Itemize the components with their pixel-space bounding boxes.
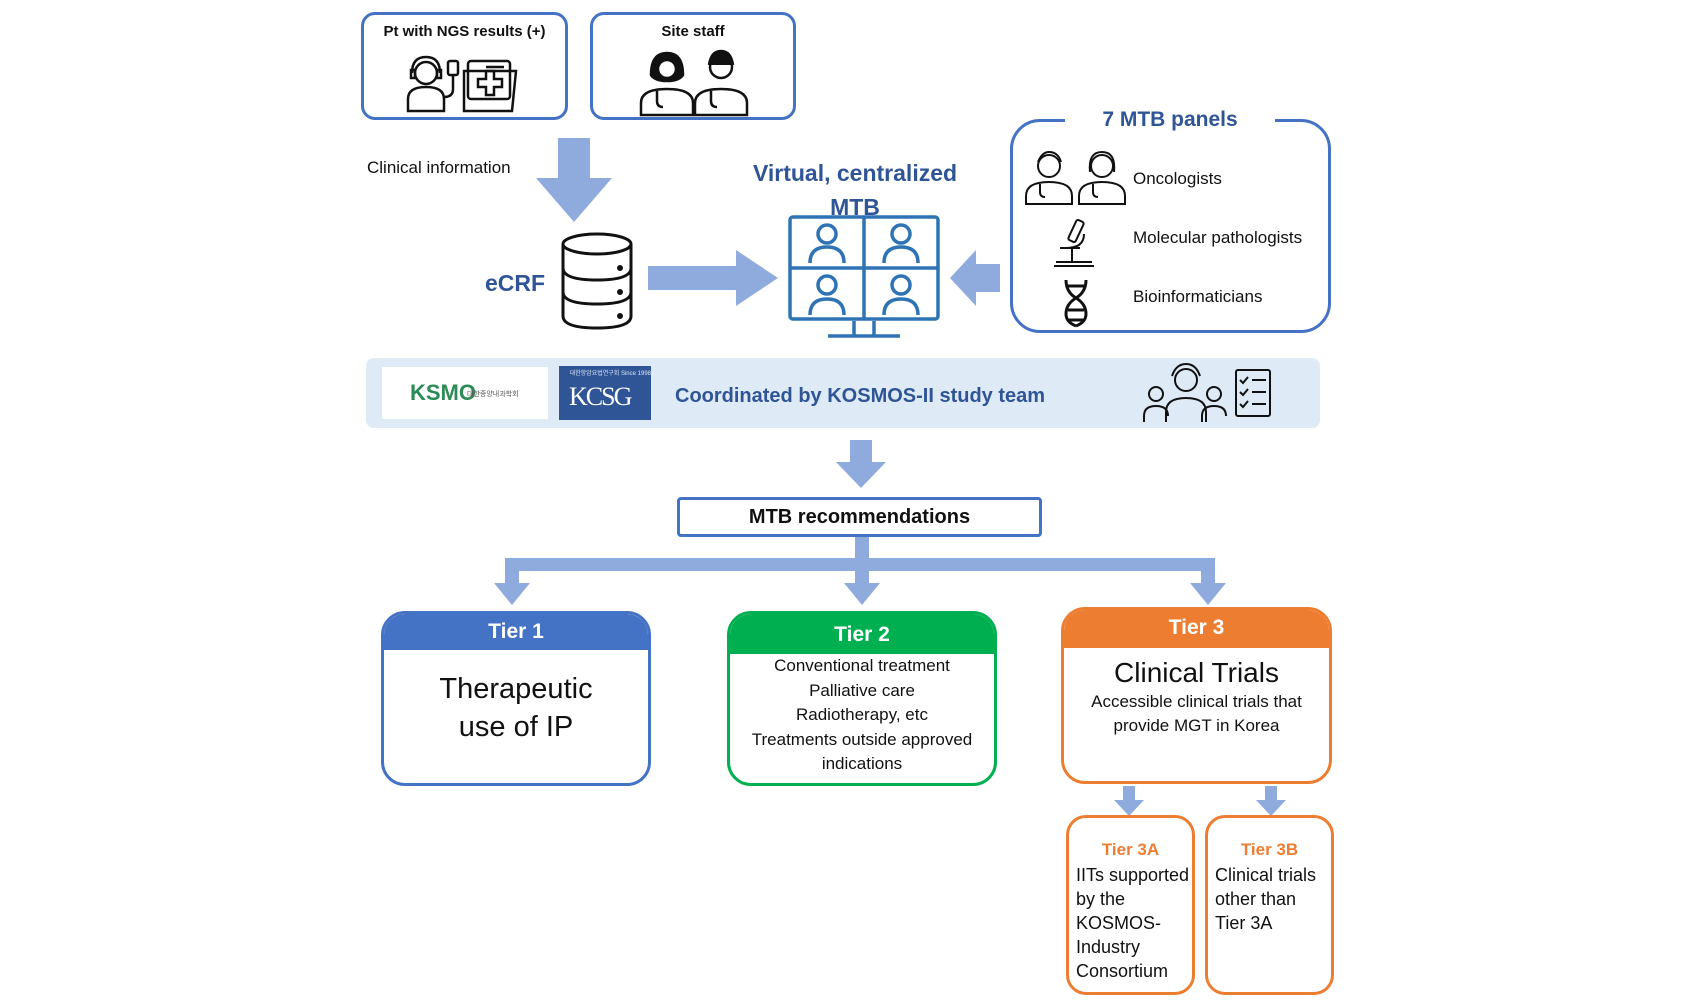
kcsg-logo: 대한항암요법연구회 Since 1998 KCSG bbox=[559, 366, 651, 420]
tier3-line-1: Accessible clinical trials that bbox=[1091, 692, 1302, 711]
video-conference-icon bbox=[788, 215, 940, 338]
tier3b-line-1: Clinical trials bbox=[1215, 865, 1317, 885]
panel-item-oncologists: Oncologists bbox=[1133, 169, 1222, 188]
tier2-line-3: Radiotherapy, etc bbox=[796, 705, 928, 724]
patient-box: Pt with NGS results (+) bbox=[361, 12, 568, 120]
tier3a-box: Tier 3A IITs supported by the KOSMOS- In… bbox=[1066, 815, 1195, 995]
doctors-icon bbox=[639, 49, 749, 117]
panel-item-pathologists: Molecular pathologists bbox=[1133, 228, 1303, 247]
tier3b-line-2: other than bbox=[1215, 889, 1297, 909]
tier3b-title: Tier 3B bbox=[1240, 840, 1299, 859]
down-arrow-clinical bbox=[536, 138, 612, 222]
left-arrow-panels bbox=[950, 250, 1000, 306]
tier2-header: Tier 2 bbox=[730, 614, 994, 654]
tier3-header: Tier 3 bbox=[1064, 610, 1329, 648]
panels-title: 7 MTB panels bbox=[1065, 106, 1275, 134]
study-team-icon bbox=[1143, 362, 1271, 422]
tier3-body: Accessible clinical trials that provide … bbox=[1064, 690, 1329, 738]
banner-text: Coordinated by KOSMOS-II study team bbox=[675, 385, 1046, 407]
dna-icon bbox=[1064, 279, 1088, 328]
tier2-line-2: Palliative care bbox=[809, 680, 915, 700]
tier3a-line-3: KOSMOS- bbox=[1076, 913, 1162, 933]
kcsg-logo-text: KCSG bbox=[569, 382, 632, 411]
oncologists-icon bbox=[1025, 150, 1126, 205]
tier3b-body: Clinical trials other than Tier 3A bbox=[1215, 863, 1331, 935]
tier2-line-4: Treatments outside approved bbox=[751, 729, 973, 749]
mtb-title-line1: Virtual, centralized bbox=[752, 160, 958, 186]
kcsg-logo-sub: 대한항암요법연구회 Since 1998 bbox=[569, 371, 651, 377]
patient-icon bbox=[406, 55, 518, 113]
tier3-box: Tier 3 Clinical Trials Accessible clinic… bbox=[1061, 607, 1332, 784]
database-icon bbox=[561, 232, 633, 330]
tier2-line-5: indications bbox=[821, 754, 903, 773]
tier3a-line-4: Industry bbox=[1076, 937, 1141, 957]
ksmo-logo-sub: 대한종양내과학회 bbox=[467, 391, 519, 398]
tier3-line-2: provide MGT in Korea bbox=[1113, 716, 1280, 735]
staff-box: Site staff bbox=[590, 12, 796, 120]
tier2-line-1: Conventional treatment bbox=[774, 656, 950, 675]
mtb-title: Virtual, centralized MTB bbox=[730, 156, 980, 224]
tier1-body: Therapeutic use of IP bbox=[384, 670, 648, 746]
tier3a-title: Tier 3A bbox=[1101, 840, 1160, 859]
recommendations-label: MTB recommendations bbox=[748, 506, 971, 528]
tier2-box: Tier 2 Conventional treatment Palliative… bbox=[727, 611, 997, 786]
tier3b-line-3: Tier 3A bbox=[1215, 913, 1273, 933]
panels-box bbox=[1010, 119, 1331, 333]
panel-item-bioinformaticians: Bioinformaticians bbox=[1133, 287, 1263, 306]
recommendations-box: MTB recommendations bbox=[677, 497, 1042, 537]
staff-label: Site staff bbox=[661, 23, 725, 40]
patient-label: Pt with NGS results (+) bbox=[383, 23, 546, 40]
tier3-heading: Clinical Trials bbox=[1114, 657, 1279, 688]
ecrf-label: eCRF bbox=[485, 270, 546, 296]
down-arrow-tier3b bbox=[1256, 786, 1286, 816]
tier3a-line-2: by the bbox=[1076, 889, 1126, 909]
right-arrow-ecrf bbox=[648, 250, 778, 306]
tier1-box: Tier 1 Therapeutic use of IP bbox=[381, 611, 651, 786]
microscope-icon bbox=[1054, 218, 1094, 267]
branch-arrows bbox=[494, 537, 1226, 605]
tier3a-body: IITs supported by the KOSMOS- Industry C… bbox=[1076, 863, 1192, 983]
tier3b-box: Tier 3B Clinical trials other than Tier … bbox=[1205, 815, 1334, 995]
ksmo-logo: KSMO 대한종양내과학회 bbox=[382, 367, 548, 419]
down-arrow-banner bbox=[836, 440, 886, 488]
tier3a-line-5: Consortium bbox=[1076, 961, 1169, 981]
down-arrow-tier3a bbox=[1114, 786, 1144, 816]
clinical-info-label: Clinical information bbox=[367, 158, 511, 177]
tier1-header: Tier 1 bbox=[384, 614, 648, 650]
ksmo-logo-text: KSMO bbox=[410, 380, 476, 405]
tier1-line-2: use of IP bbox=[458, 711, 574, 743]
tier1-line-1: Therapeutic bbox=[439, 673, 593, 705]
tier3a-line-1: IITs supported bbox=[1076, 865, 1190, 885]
tier2-body: Conventional treatment Palliative care R… bbox=[730, 654, 994, 777]
